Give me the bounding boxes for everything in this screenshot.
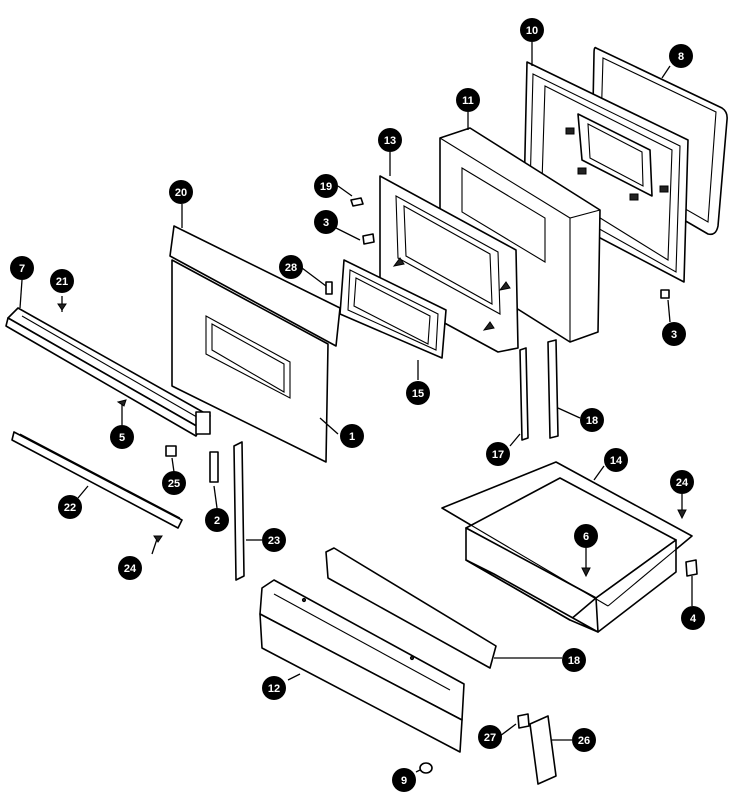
svg-text:18: 18 [586, 415, 598, 427]
part-17-door-side-strip [519, 347, 529, 441]
part-10-door-liner [523, 61, 689, 283]
callout-24-left: 24 [118, 556, 142, 580]
svg-text:26: 26 [578, 735, 590, 747]
part-21-screw [57, 296, 67, 312]
rail-end-block [195, 411, 211, 435]
svg-text:24: 24 [124, 563, 137, 575]
callout-10: 10 [520, 18, 544, 42]
part-24-screw-right [677, 509, 687, 520]
part-1-outer-door [171, 259, 329, 463]
svg-text:14: 14 [610, 455, 623, 467]
callout-26: 26 [572, 728, 596, 752]
svg-text:10: 10 [526, 25, 538, 37]
part-11-door-insulation-box [439, 127, 601, 343]
part-20-door-trim [169, 225, 341, 347]
part-12-drawer-front [259, 579, 465, 753]
callout-8: 8 [669, 44, 693, 68]
door-liner-clip [577, 167, 587, 175]
callout-3-right: 3 [662, 322, 686, 346]
callout-23: 23 [262, 528, 286, 552]
svg-text:17: 17 [492, 449, 504, 461]
svg-text:11: 11 [462, 95, 474, 107]
callout-5: 5 [110, 425, 134, 449]
svg-text:13: 13 [384, 135, 396, 147]
svg-text:1: 1 [349, 431, 355, 443]
part-22-bottom-rail [11, 431, 183, 529]
part-28-clip [325, 281, 333, 295]
callout-24-right: 24 [670, 470, 694, 494]
part-7-manifold-rail [5, 307, 211, 437]
callout-13: 13 [378, 128, 402, 152]
callout-2: 2 [205, 508, 229, 532]
part-13-inner-door-panel [379, 175, 519, 353]
svg-text:2: 2 [214, 515, 220, 527]
door-liner-clip [565, 127, 575, 135]
callout-21: 21 [50, 269, 74, 293]
callout-11: 11 [456, 88, 480, 112]
callout-19: 19 [314, 174, 338, 198]
callout-20: 20 [169, 180, 193, 204]
callout-12: 12 [262, 676, 286, 700]
callout-22: 22 [58, 495, 82, 519]
part-26-handle-strip [529, 715, 557, 785]
door-liner-clip [629, 193, 639, 201]
door-liner-clip [659, 185, 669, 193]
callout-3-left: 3 [314, 210, 338, 234]
callout-9: 9 [392, 768, 416, 792]
part-15-oven-window [339, 259, 447, 359]
part-25-clip [165, 445, 177, 457]
callout-6: 6 [574, 524, 598, 548]
svg-text:28: 28 [285, 262, 297, 274]
part-3-clip [362, 233, 375, 245]
part-4-drawer-clip [685, 559, 698, 577]
callout-1: 1 [340, 424, 364, 448]
part-9-knob [419, 762, 433, 774]
callout-7: 7 [10, 256, 34, 280]
svg-text:19: 19 [320, 181, 332, 193]
svg-text:4: 4 [690, 613, 697, 625]
callout-25: 25 [162, 471, 186, 495]
svg-text:22: 22 [64, 502, 76, 514]
part-24-screw [151, 535, 163, 555]
part-27-clip [517, 713, 530, 729]
part-3-clip-right [660, 289, 670, 299]
svg-text:5: 5 [119, 432, 125, 444]
callout-18-lower: 18 [562, 648, 586, 672]
svg-text:15: 15 [412, 388, 424, 400]
part-6-screw [581, 548, 591, 578]
callout-27: 27 [478, 725, 502, 749]
part-14-storage-drawer [441, 461, 693, 633]
svg-text:23: 23 [268, 535, 280, 547]
callout-18-upper: 18 [580, 408, 604, 432]
callout-17: 17 [486, 442, 510, 466]
part-23-side-strip [233, 441, 245, 581]
part-5-screw [116, 399, 127, 407]
svg-text:8: 8 [678, 51, 684, 63]
part-19-clip [350, 197, 364, 207]
svg-text:18: 18 [568, 655, 580, 667]
callout-15: 15 [406, 381, 430, 405]
svg-text:20: 20 [175, 187, 187, 199]
part-2-door-side-trim [209, 451, 219, 483]
svg-text:7: 7 [19, 263, 25, 275]
svg-text:3: 3 [323, 217, 329, 229]
svg-text:27: 27 [484, 732, 496, 744]
svg-text:9: 9 [401, 775, 407, 787]
part-18-drawer-back-panel [325, 547, 497, 669]
svg-text:6: 6 [583, 531, 589, 543]
svg-text:12: 12 [268, 683, 280, 695]
svg-text:24: 24 [676, 477, 689, 489]
svg-text:25: 25 [168, 478, 180, 490]
callout-14: 14 [604, 448, 628, 472]
part-18-door-side-strip-upper [547, 339, 559, 439]
svg-text:3: 3 [671, 329, 677, 341]
callout-28: 28 [279, 255, 303, 279]
callout-4: 4 [681, 606, 705, 630]
svg-text:21: 21 [56, 276, 68, 288]
